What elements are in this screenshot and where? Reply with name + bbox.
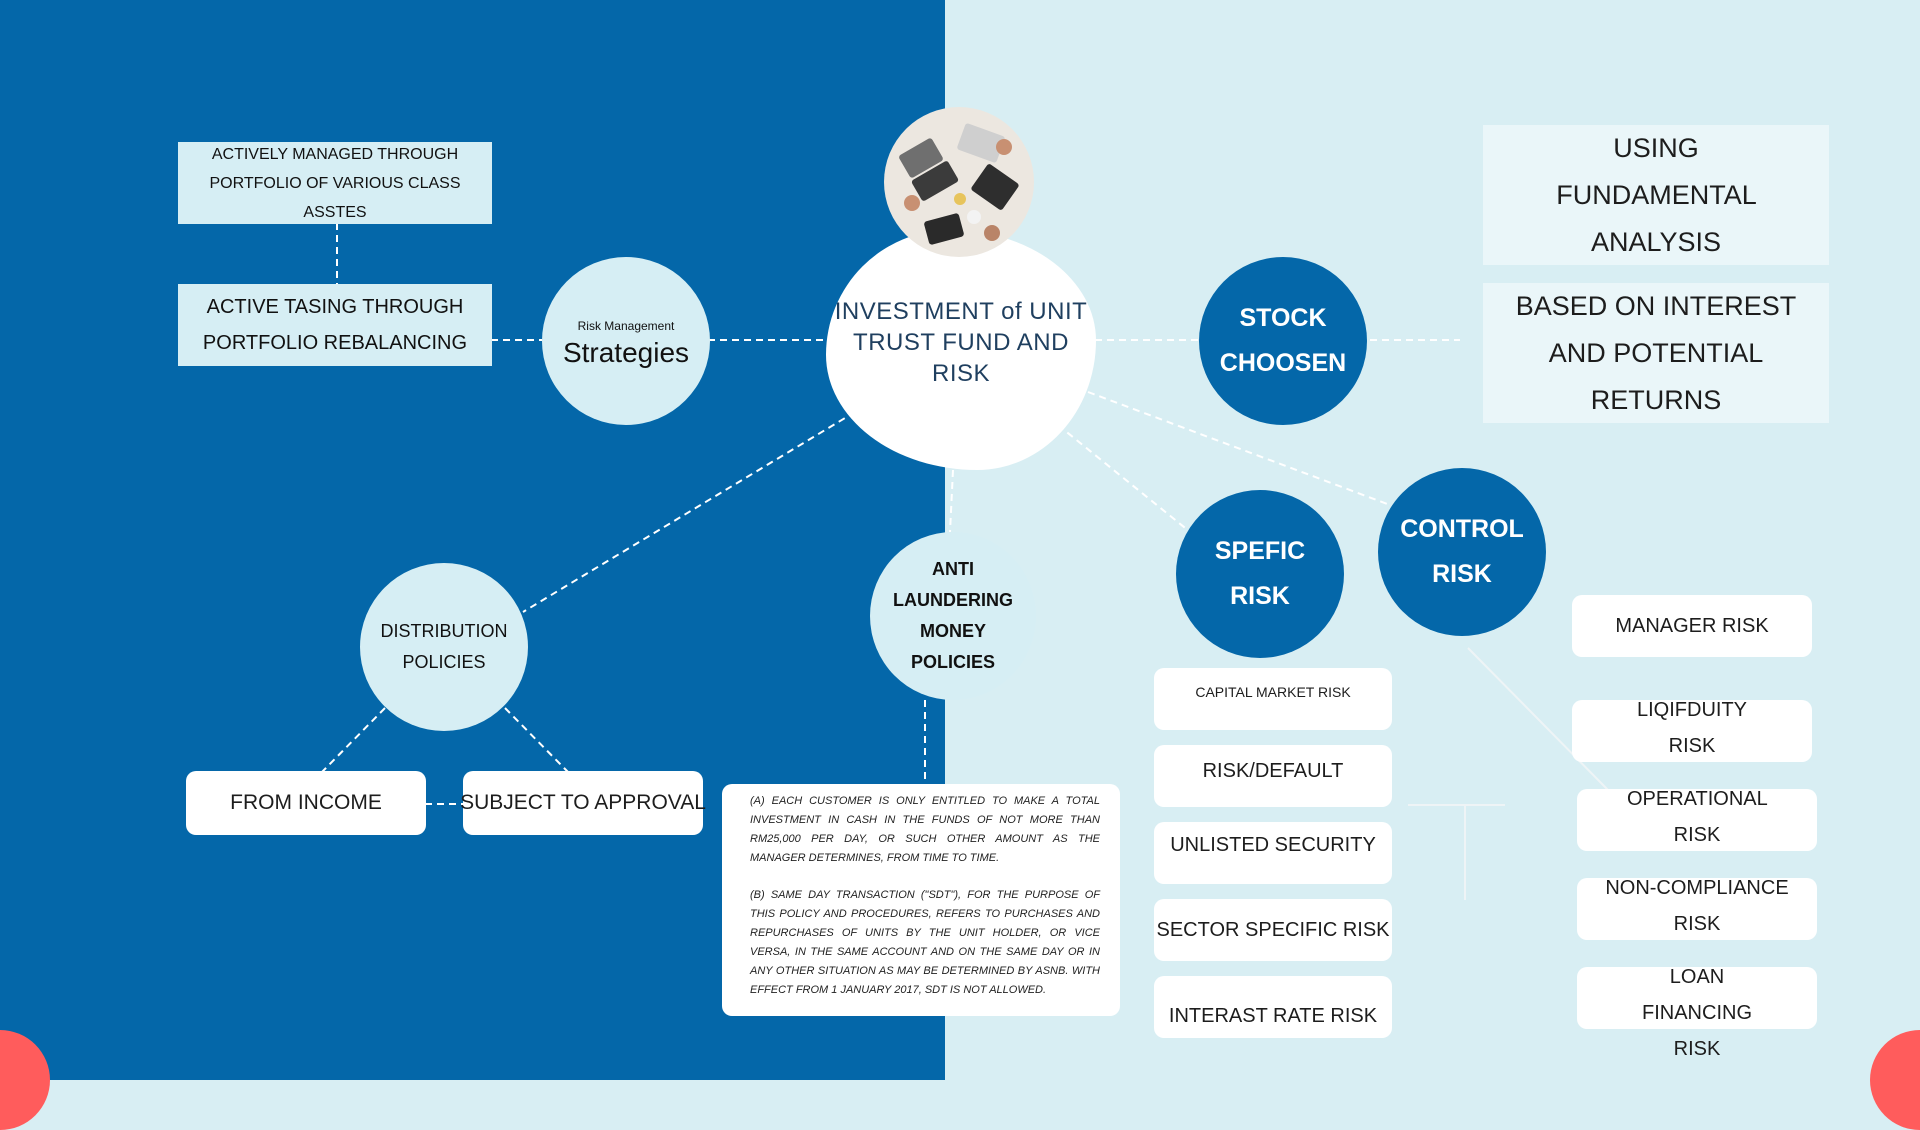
- specific-risk-circle: SPEFIC RISK: [1176, 490, 1344, 658]
- specific-risk-item: CAPITAL MARKET RISK: [1154, 668, 1392, 730]
- connector-control-list: [1467, 647, 1609, 791]
- control-risk-item: MANAGER RISK: [1572, 595, 1812, 657]
- control-risk-item: OPERATIONAL RISK: [1577, 788, 1817, 851]
- connector-distribution-income: [321, 707, 386, 773]
- center-blob: [826, 230, 1096, 470]
- note-a: (A) EACH CUSTOMER IS ONLY ENTITLED TO MA…: [750, 795, 1100, 864]
- control-risk-item: LIQIFDUITY RISK: [1572, 699, 1812, 762]
- strategies-title: Strategies: [562, 337, 690, 368]
- connector-center-specific: [1057, 424, 1201, 541]
- strategy-box-active-tasing: ACTIVE TASING THROUGH PORTFOLIO REBALANC…: [178, 284, 492, 366]
- stock-choosen-circle: STOCK CHOOSEN: [1199, 257, 1367, 425]
- laptops-desk-photo: [884, 107, 1034, 257]
- note-b: (B) SAME DAY TRANSACTION ("SDT"), FOR TH…: [750, 889, 1100, 996]
- stock-box-fundamental-analysis: USING FUNDAMENTAL ANALYSIS: [1483, 125, 1829, 265]
- connector-center-control: [1087, 391, 1391, 506]
- connector-center-distribution: [522, 411, 856, 613]
- control-risk-circle: CONTROL RISK: [1378, 468, 1546, 636]
- specific-risk-item: INTERAST RATE RISK: [1154, 976, 1392, 1038]
- connector-center-antilaundering: [949, 469, 954, 533]
- subject-to-approval-box: SUBJECT TO APPROVAL: [460, 771, 706, 835]
- connector-lines: [321, 223, 1609, 900]
- stock-box-interest-returns: BASED ON INTEREST AND POTENTIAL RETURNS: [1483, 283, 1829, 423]
- specific-risk-item: RISK/DEFAULT: [1154, 745, 1392, 807]
- anti-laundering-circle: ANTI LAUNDERING MONEY POLICIES: [870, 532, 1036, 700]
- strategies-circle: Risk Management Strategies: [542, 257, 710, 425]
- specific-risk-item: SECTOR SPECIFIC RISK: [1154, 899, 1392, 961]
- connector-distribution-approval: [504, 707, 569, 773]
- strategies-subtitle: Risk Management: [577, 319, 675, 333]
- control-risk-item: LOAN FINANCING RISK: [1577, 966, 1817, 1060]
- anti-laundering-notes: (A) EACH CUSTOMER IS ONLY ENTITLED TO MA…: [722, 784, 1120, 1016]
- from-income-box: FROM INCOME: [186, 771, 426, 835]
- strategy-box-actively-managed: ACTIVELY MANAGED THROUGH PORTFOLIO OF VA…: [178, 142, 492, 224]
- center-title: INVESTMENT of UNIT TRUST FUND AND RISK: [834, 298, 1088, 387]
- distribution-policies-circle: DISTRIBUTION POLICIES: [360, 563, 528, 731]
- specific-risk-item: UNLISTED SECURITY: [1154, 822, 1392, 884]
- control-risk-item: NON-COMPLIANCE RISK: [1577, 877, 1817, 940]
